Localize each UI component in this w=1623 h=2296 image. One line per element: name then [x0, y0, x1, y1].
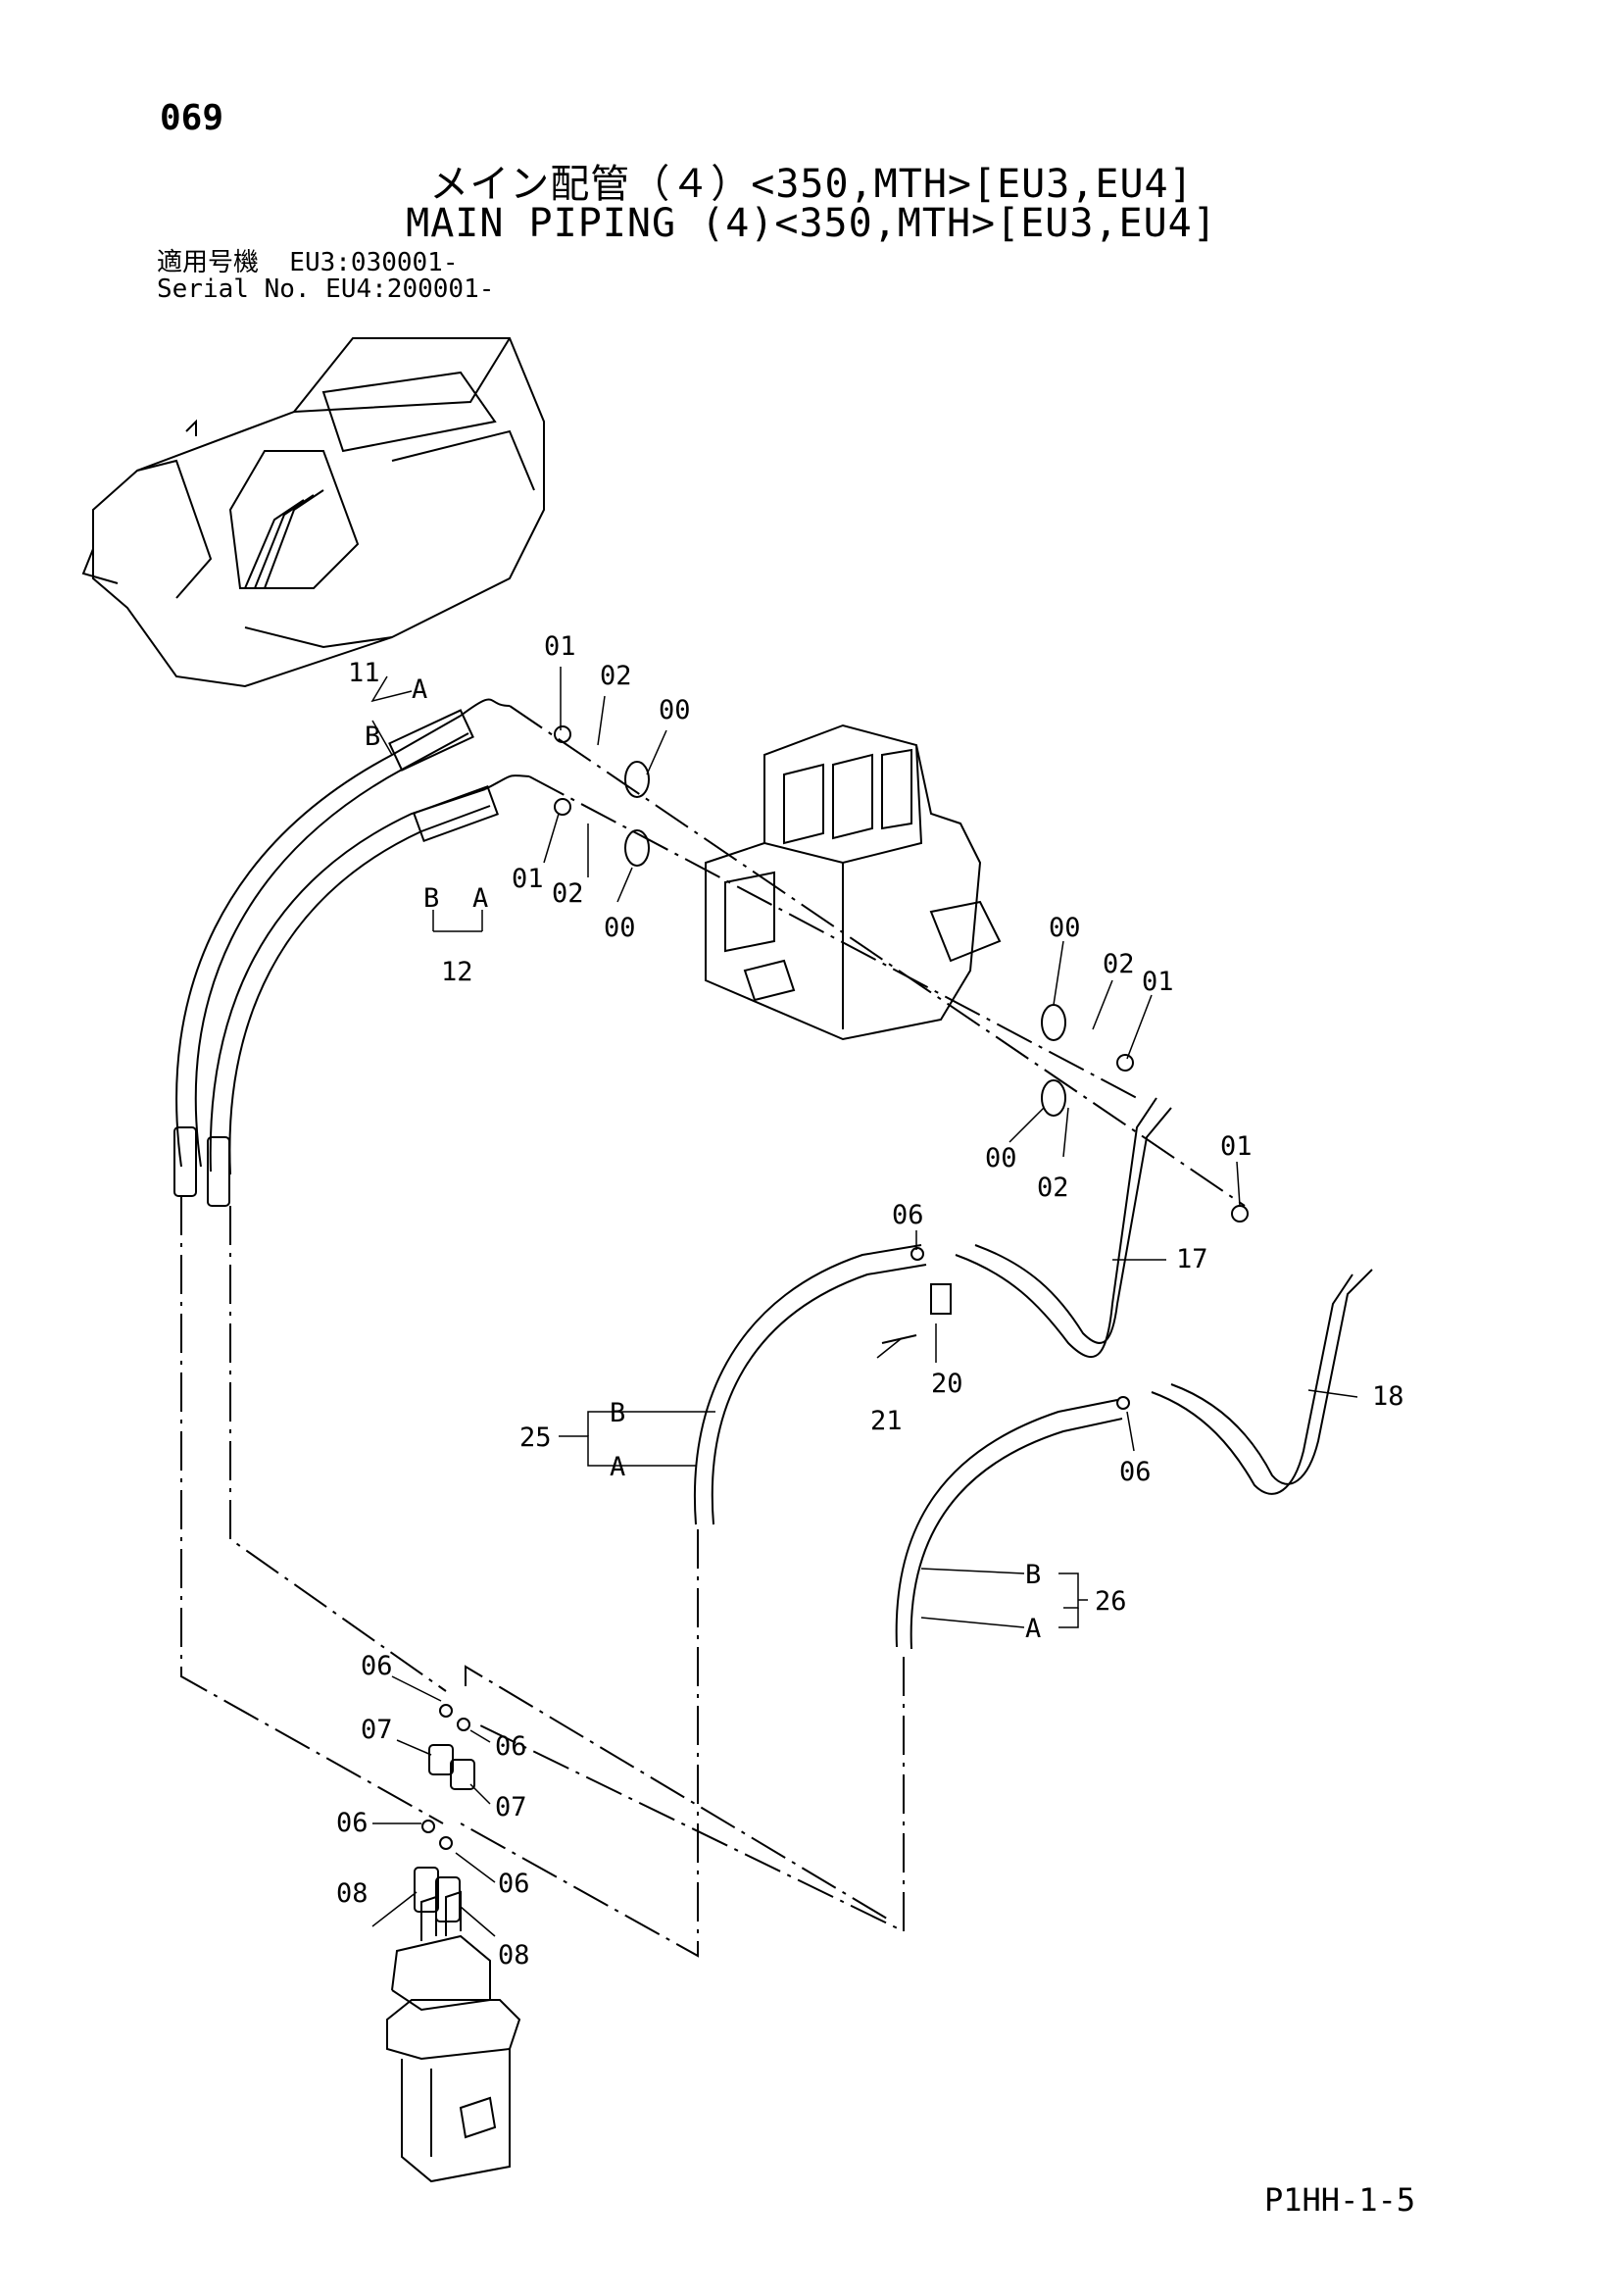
hose-11-12	[173, 698, 530, 1207]
callout-08-a: 08	[336, 1878, 369, 1909]
serial-line-1: 適用号機 EU3:030001-	[157, 248, 459, 277]
callout-00-mid: 00	[604, 913, 636, 943]
callout-02-right: 02	[1103, 949, 1135, 979]
callout-labels: 11 A B 12 B A 01 02 00 01 02 00 00 02 01…	[336, 631, 1404, 1971]
callout-26-b: B	[1025, 1560, 1041, 1590]
callout-11-b: B	[365, 722, 380, 752]
callout-01-mid: 01	[512, 864, 544, 894]
callout-00-right: 00	[1049, 913, 1081, 943]
callout-00-top: 00	[659, 695, 691, 725]
callout-12-a: A	[472, 883, 488, 914]
callout-01-top: 01	[544, 631, 576, 662]
footer-code: P1HH-1-5	[1264, 2181, 1416, 2219]
callout-06-right: 06	[1119, 1457, 1152, 1487]
assembly-lines	[180, 705, 1246, 1958]
callout-11-a: A	[412, 674, 427, 705]
callout-06-b: 06	[495, 1731, 527, 1762]
callout-12: 12	[441, 957, 473, 987]
callout-06-a: 06	[361, 1651, 393, 1681]
hose-17-18-25-26	[694, 1097, 1373, 1650]
page-number: 069	[160, 98, 224, 138]
callout-00-lower: 00	[985, 1143, 1017, 1173]
callout-26: 26	[1095, 1586, 1127, 1617]
callout-11: 11	[348, 658, 380, 688]
callout-07-a: 07	[361, 1715, 393, 1745]
callout-25: 25	[519, 1423, 552, 1453]
callout-18: 18	[1372, 1381, 1404, 1412]
callout-01-right: 01	[1142, 967, 1174, 997]
swivel-joint	[386, 1890, 521, 2183]
machine-overview-sketch	[81, 337, 545, 688]
leader-lines	[370, 667, 1358, 1937]
callout-07-b: 07	[495, 1792, 527, 1822]
callout-12-b: B	[423, 883, 439, 914]
callout-21: 21	[870, 1406, 903, 1436]
callout-06-c: 06	[336, 1808, 369, 1838]
callout-08-b: 08	[498, 1940, 530, 1971]
callout-20: 20	[931, 1369, 963, 1399]
control-valve-body	[705, 724, 1002, 1041]
title-english: MAIN PIPING (4)<350,MTH>[EU3,EU4]	[406, 201, 1217, 246]
callout-25-a: A	[610, 1452, 625, 1482]
title-japanese: メイン配管（４）<350,MTH>[EU3,EU4]	[429, 162, 1194, 207]
callout-06-d: 06	[498, 1869, 530, 1899]
serial-line-2: Serial No. EU4:200001-	[157, 275, 495, 304]
callout-01-lower: 01	[1220, 1131, 1253, 1162]
callout-06-upper: 06	[892, 1200, 924, 1230]
callout-17: 17	[1176, 1244, 1208, 1274]
callout-02-lower: 02	[1037, 1173, 1069, 1203]
callout-02-top: 02	[600, 661, 632, 691]
callout-25-b: B	[610, 1398, 625, 1428]
callout-02-mid: 02	[552, 878, 584, 909]
serial-info: 適用号機 EU3:030001- Serial No. EU4:200001-	[157, 250, 494, 303]
fittings	[414, 725, 1249, 1922]
callout-26-a: A	[1025, 1614, 1041, 1644]
